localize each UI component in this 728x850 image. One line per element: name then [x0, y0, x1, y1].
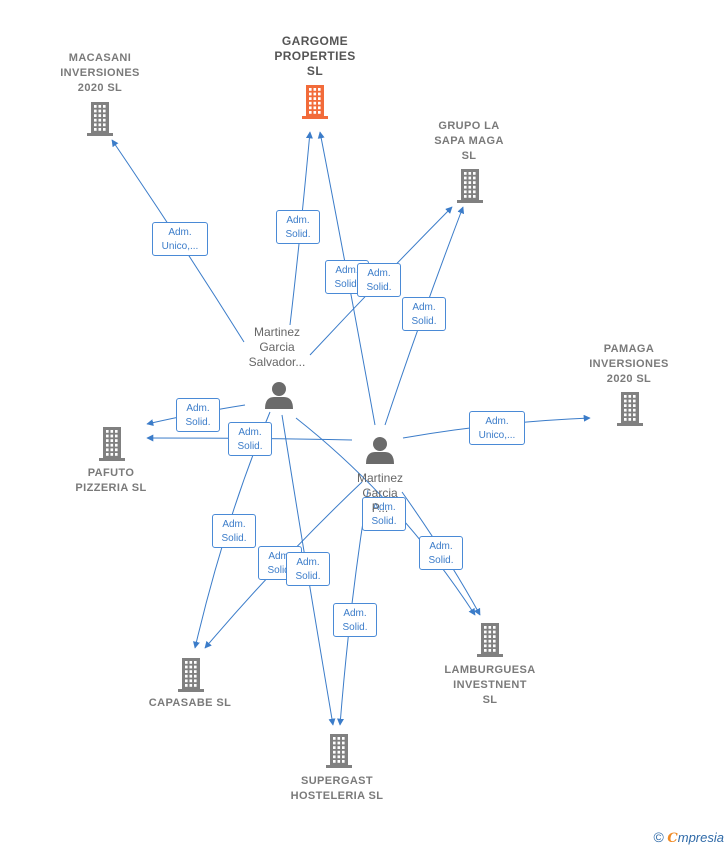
building-icon-pafuto[interactable]: [99, 427, 125, 461]
company-label-pafuto[interactable]: PAFUTO PIZZERIA SL: [75, 467, 147, 494]
edge-label[interactable]: Adm. Solid.: [362, 497, 406, 531]
brand-initial: C: [667, 831, 678, 846]
building-icon-capasabe[interactable]: [178, 658, 204, 692]
company-label-macasani[interactable]: MACASANI INVERSIONES 2020 SL: [60, 52, 140, 94]
edge-label[interactable]: Adm. Solid.: [228, 422, 272, 456]
building-icon-supergast[interactable]: [326, 734, 352, 768]
company-label-capasabe[interactable]: CAPASABE SL: [148, 697, 232, 709]
footer-brand: © Cmpresia: [653, 829, 724, 846]
building-icon-pamaga[interactable]: [617, 392, 643, 426]
person-icon-p1[interactable]: [265, 382, 293, 409]
person-label-p2[interactable]: Martinez Garcia P...: [356, 471, 403, 515]
edge-label[interactable]: Adm. Solid.: [357, 263, 401, 297]
building-icon-grupo[interactable]: [457, 169, 483, 203]
copyright-icon: ©: [653, 829, 664, 845]
edge-label[interactable]: Adm. Solid.: [212, 514, 256, 548]
edge-label[interactable]: Adm. Solid.: [419, 536, 463, 570]
edge-label[interactable]: Adm. Solid.: [333, 603, 377, 637]
brand-name: mpresia: [677, 830, 724, 845]
building-icon-lamburguesa[interactable]: [477, 623, 503, 657]
edge-label[interactable]: Adm. Solid.: [286, 552, 330, 586]
edge-label[interactable]: Adm. Unico,...: [152, 222, 208, 256]
edge-label[interactable]: Adm. Solid.: [276, 210, 320, 244]
company-label-gargome[interactable]: GARGOME PROPERTIES SL: [274, 34, 356, 78]
company-label-grupo[interactable]: GRUPO LA SAPA MAGA SL: [434, 120, 504, 162]
building-icon-macasani[interactable]: [87, 102, 113, 136]
edge-label[interactable]: Adm. Solid.: [176, 398, 220, 432]
building-icon-gargome[interactable]: [302, 85, 328, 119]
company-label-pamaga[interactable]: PAMAGA INVERSIONES 2020 SL: [589, 343, 669, 385]
edge-label[interactable]: Adm. Solid.: [402, 297, 446, 331]
company-label-supergast[interactable]: SUPERGAST HOSTELERIA SL: [290, 775, 384, 802]
person-icon-p2[interactable]: [366, 437, 394, 464]
company-label-lamburguesa[interactable]: LAMBURGUESA INVESTNENT SL: [444, 664, 536, 706]
edge-label[interactable]: Adm. Unico,...: [469, 411, 525, 445]
person-label-p1[interactable]: Martinez Garcia Salvador...: [248, 325, 306, 369]
